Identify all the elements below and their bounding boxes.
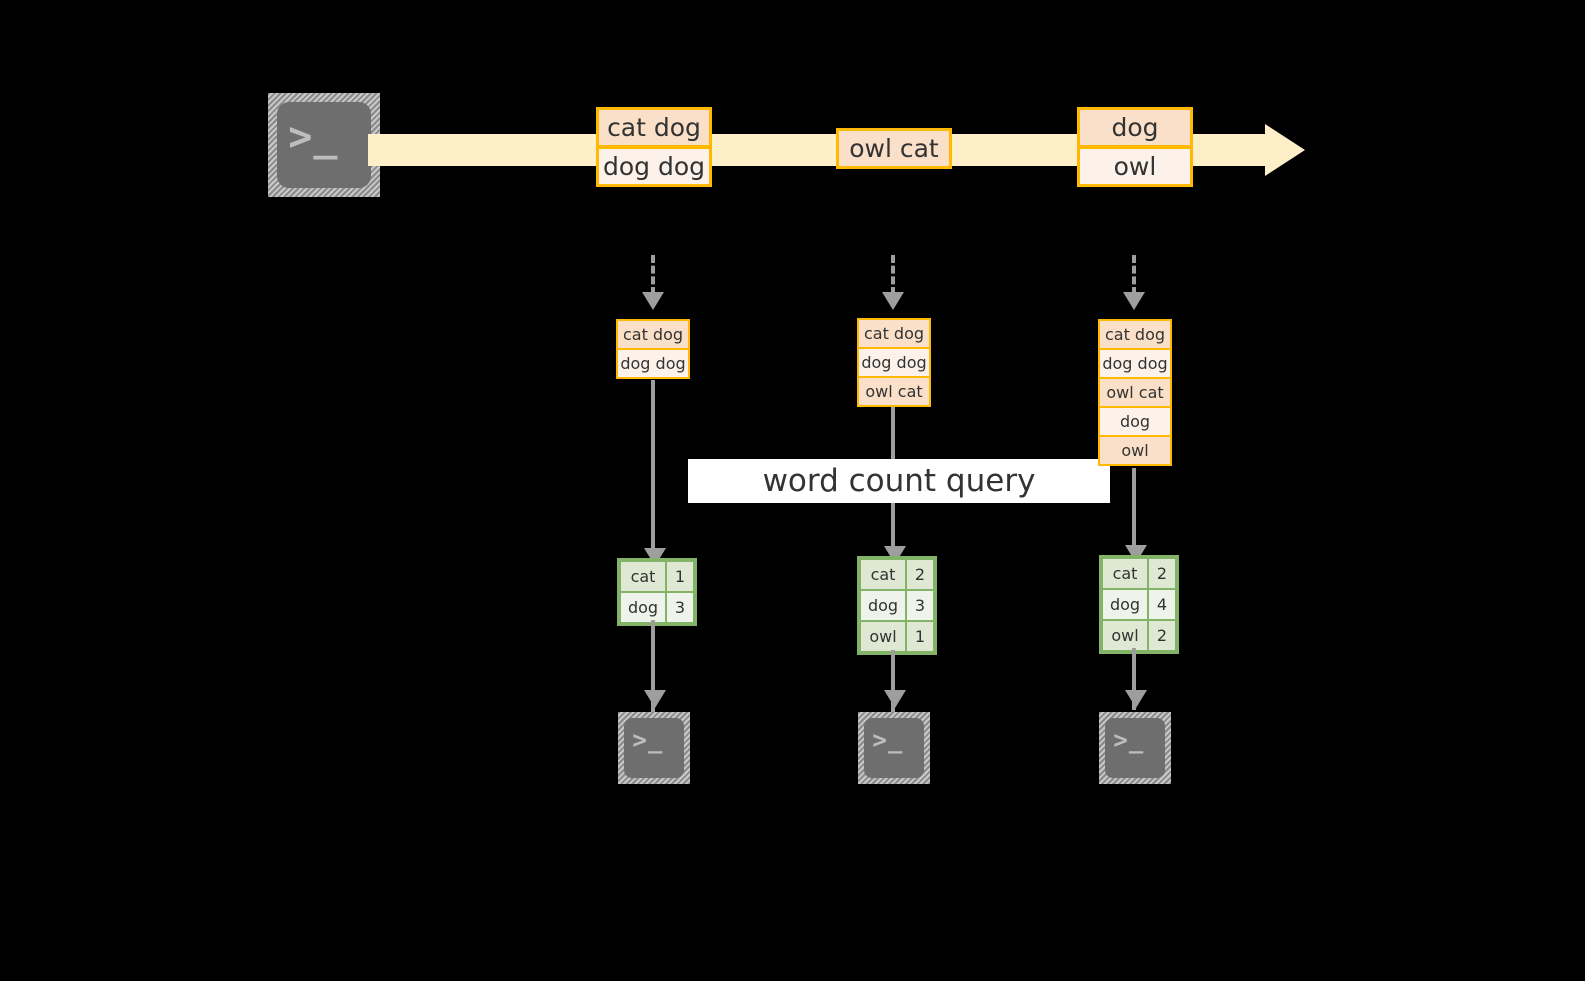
trigger-arrow-head: [642, 292, 664, 310]
result-count: 2: [1147, 557, 1177, 590]
stream-arrow-head: [1265, 124, 1305, 176]
result-count: 3: [905, 589, 935, 622]
flow-line: [651, 380, 655, 570]
terminal-screen: >_: [624, 718, 684, 778]
trigger-arrow-head: [1123, 292, 1145, 310]
source-terminal-icon: >_: [268, 93, 380, 197]
result-word: dog: [859, 589, 907, 622]
result-word: cat: [859, 558, 907, 591]
result-count: 4: [1147, 588, 1177, 621]
input-table-row: dog dog: [857, 347, 931, 378]
trigger-dashed-line: [1132, 255, 1136, 295]
result-word: owl: [859, 620, 907, 653]
terminal-screen: >_: [1105, 718, 1165, 778]
result-table-trigger-2[interactable]: cat 2 dog 3 owl 1: [857, 556, 937, 655]
input-table-row: dog dog: [1098, 348, 1172, 379]
input-table-row: owl cat: [1098, 377, 1172, 408]
input-table-trigger-1[interactable]: cat dog dog dog: [616, 319, 690, 379]
result-word: dog: [1101, 588, 1149, 621]
input-table-row: cat dog: [857, 318, 931, 349]
table-row: dog 4: [1101, 588, 1177, 621]
sink-line: [891, 650, 895, 712]
terminal-screen: >_: [864, 718, 924, 778]
result-table-trigger-3[interactable]: cat 2 dog 4 owl 2: [1099, 555, 1179, 654]
result-table-trigger-1[interactable]: cat 1 dog 3: [617, 558, 697, 626]
input-table-row: owl: [1098, 435, 1172, 466]
terminal-screen: >_: [277, 102, 371, 188]
trigger-dashed-line: [651, 255, 655, 295]
table-row: dog 3: [619, 591, 695, 624]
sink-line: [651, 620, 655, 712]
result-count: 2: [905, 558, 935, 591]
input-table-row: cat dog: [616, 319, 690, 350]
sink-arrow-head: [884, 690, 906, 708]
result-count: 2: [1147, 619, 1177, 652]
sink-terminal-icon-trigger-3: >_: [1099, 712, 1171, 784]
result-word: cat: [619, 560, 667, 593]
input-table-row: owl cat: [857, 376, 931, 407]
query-label-band: word count query: [688, 459, 1110, 503]
input-table-row: cat dog: [1098, 319, 1172, 350]
stream-event-line: dog dog: [596, 146, 712, 187]
input-table-row: dog: [1098, 406, 1172, 437]
table-row: cat 2: [1101, 557, 1177, 590]
table-row: cat 2: [859, 558, 935, 591]
prompt-glyph: >_: [288, 114, 339, 161]
result-word: owl: [1101, 619, 1149, 652]
sink-arrow-head: [1125, 690, 1147, 708]
table-row: owl 1: [859, 620, 935, 653]
flow-line: [1132, 468, 1136, 570]
sink-arrow-head: [644, 690, 666, 708]
result-count: 1: [665, 560, 695, 593]
sink-terminal-icon-trigger-2: >_: [858, 712, 930, 784]
result-count: 1: [905, 620, 935, 653]
sink-line: [1132, 648, 1136, 710]
trigger-arrow-head: [882, 292, 904, 310]
input-table-trigger-3[interactable]: cat dog dog dog owl cat dog owl: [1098, 319, 1172, 466]
stream-event-line: cat dog: [596, 107, 712, 148]
query-label: word count query: [762, 463, 1036, 499]
result-count: 3: [665, 591, 695, 624]
table-row: dog 3: [859, 589, 935, 622]
table-row: owl 2: [1101, 619, 1177, 652]
prompt-glyph: >_: [632, 725, 664, 754]
table-row: cat 1: [619, 560, 695, 593]
sink-terminal-icon-trigger-1: >_: [618, 712, 690, 784]
stream-event-line: owl cat: [836, 128, 952, 169]
stream-event-line: owl: [1077, 146, 1193, 187]
result-word: cat: [1101, 557, 1149, 590]
prompt-glyph: >_: [1113, 725, 1145, 754]
trigger-dashed-line: [891, 255, 895, 295]
prompt-glyph: >_: [872, 725, 904, 754]
result-word: dog: [619, 591, 667, 624]
input-table-trigger-2[interactable]: cat dog dog dog owl cat: [857, 318, 931, 407]
input-table-row: dog dog: [616, 348, 690, 379]
stream-event-line: dog: [1077, 107, 1193, 148]
